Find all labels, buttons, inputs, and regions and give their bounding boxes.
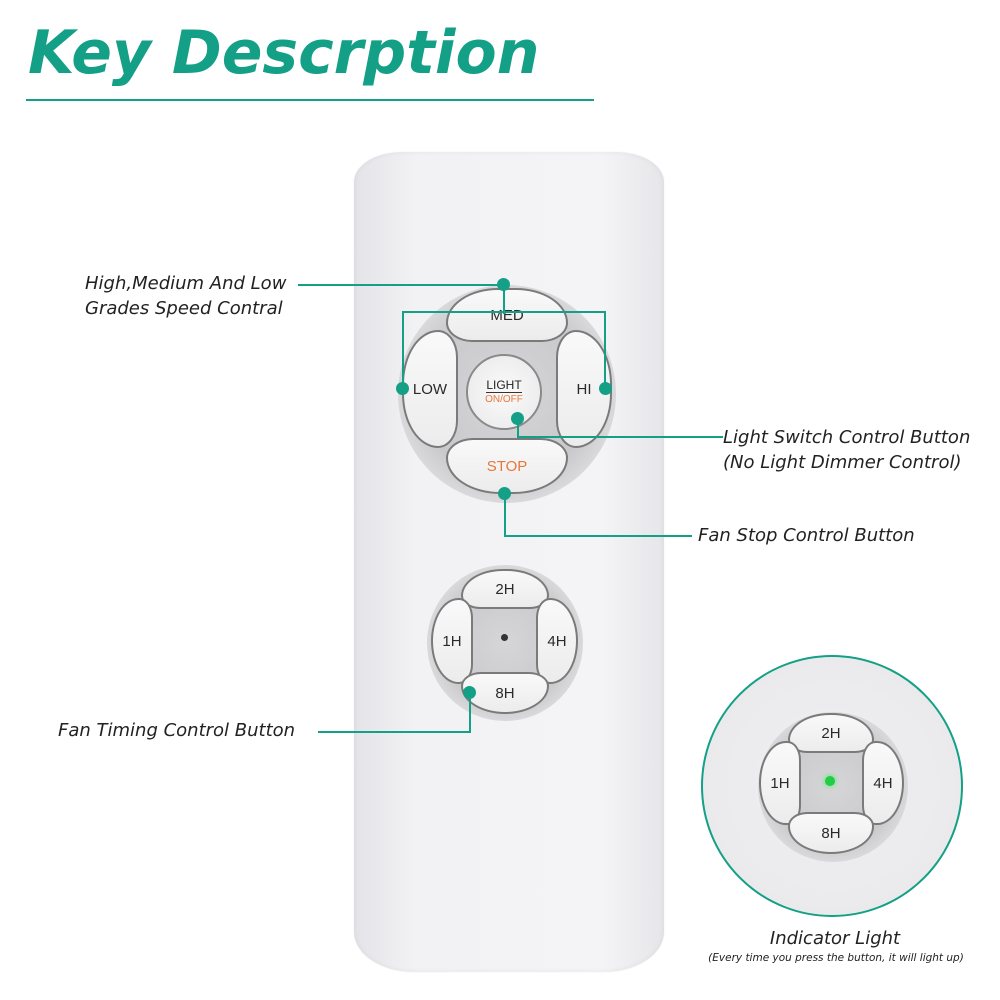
timer-1h-label: 1H [442,632,462,650]
timer-1h-button[interactable]: 1H [431,598,473,684]
timing-leader-stem [469,692,471,733]
hi-marker [599,382,612,395]
speed-bracket-right [604,311,606,389]
light-callout: Light Switch Control Button (No Light Di… [723,425,970,475]
indicator-title: Indicator Light [769,928,901,949]
indicator-note: (Every time you press the button, it wil… [708,952,964,964]
light-label: LIGHT [486,378,522,393]
low-marker [396,382,409,395]
speed-leader-stem [503,284,505,314]
light-callout-line1: Light Switch Control Button [723,427,971,448]
page-title: Key Descrption [28,18,540,88]
med-marker [497,278,510,291]
remote-control [354,152,664,972]
light-leader-line [517,436,723,438]
inset-2h-label: 2H [821,724,841,742]
med-button[interactable]: MED [446,288,568,342]
onoff-label: ON/OFF [485,394,523,405]
inset-1h-button: 1H [759,741,801,825]
timer-4h-label: 4H [547,632,567,650]
low-label: LOW [412,380,448,398]
timing-callout: Fan Timing Control Button [58,720,296,741]
speed-callout: High,Medium And Low Grades Speed Contral [85,271,286,321]
timer-8h-label: 8H [495,684,515,702]
hi-label: HI [576,380,592,398]
low-button[interactable]: LOW [402,330,458,448]
timer-2h-label: 2H [495,580,515,598]
inset-8h-button: 8H [788,812,874,854]
inset-1h-label: 1H [770,774,790,792]
inset-indicator-led [825,776,835,786]
stop-button[interactable]: STOP [446,438,568,494]
stop-leader-stem [504,493,506,537]
speed-bracket-top [402,311,606,313]
inset-4h-button: 4H [862,741,904,825]
speed-leader-line [298,284,504,286]
stop-label: STOP [486,457,528,475]
inset-4h-label: 4H [873,774,893,792]
inset-2h-button: 2H [788,713,874,753]
indicator-led [501,634,508,641]
timer-4h-button[interactable]: 4H [536,598,578,684]
light-callout-line2: (No Light Dimmer Control) [723,452,962,473]
speed-callout-line2: Grades Speed Contral [85,298,283,319]
timing-leader-line [318,731,471,733]
light-leader-stem [517,418,519,438]
stop-leader-line [504,535,692,537]
title-underline [26,99,594,101]
speed-callout-line1: High,Medium And Low [85,273,287,294]
med-label: MED [490,306,524,324]
stop-callout: Fan Stop Control Button [698,525,915,546]
light-onoff-button[interactable]: LIGHT ON/OFF [466,354,542,430]
speed-bracket-left [402,311,404,389]
inset-8h-label: 8H [821,824,841,842]
timer-2h-button[interactable]: 2H [461,569,549,609]
